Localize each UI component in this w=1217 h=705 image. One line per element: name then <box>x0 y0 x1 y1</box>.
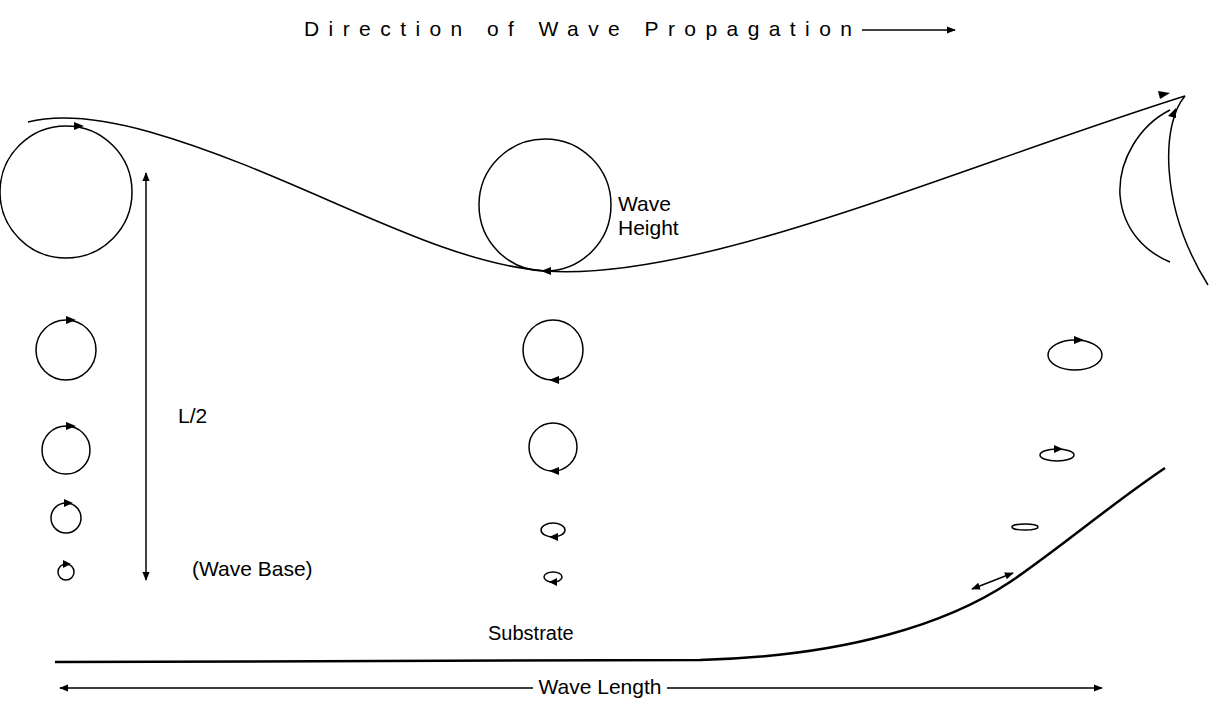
wavelength-label: Wave Length <box>533 675 668 699</box>
orbit-circle <box>523 320 583 380</box>
propagation-arrow <box>862 29 955 31</box>
orbit-circle <box>42 426 90 474</box>
half-wavelength-arrow <box>145 173 147 580</box>
wave-curl <box>1120 110 1170 262</box>
substrate-line <box>55 468 1165 662</box>
wave-height-label: Wave Height <box>618 192 708 240</box>
orbit-circle <box>36 320 96 380</box>
wave-base-label: (Wave Base) <box>192 557 313 581</box>
water-surface <box>28 96 1185 272</box>
orbit-arrowheads <box>63 91 1176 586</box>
orbit-circle <box>479 139 611 271</box>
breaking-face <box>1169 96 1208 285</box>
substrate-label: Substrate <box>488 622 574 645</box>
orbit-ellipse <box>541 523 565 537</box>
half-wavelength-label: L/2 <box>178 404 207 428</box>
orbit-circle <box>51 503 81 533</box>
direction-label: Direction of Wave Propagation <box>304 17 861 41</box>
orbit-circle <box>529 423 577 471</box>
oscillation-arrow <box>972 573 1013 589</box>
orbit-ellipse <box>1048 340 1102 370</box>
orbit-circle <box>0 126 132 258</box>
orbit-ellipse <box>1012 524 1038 530</box>
